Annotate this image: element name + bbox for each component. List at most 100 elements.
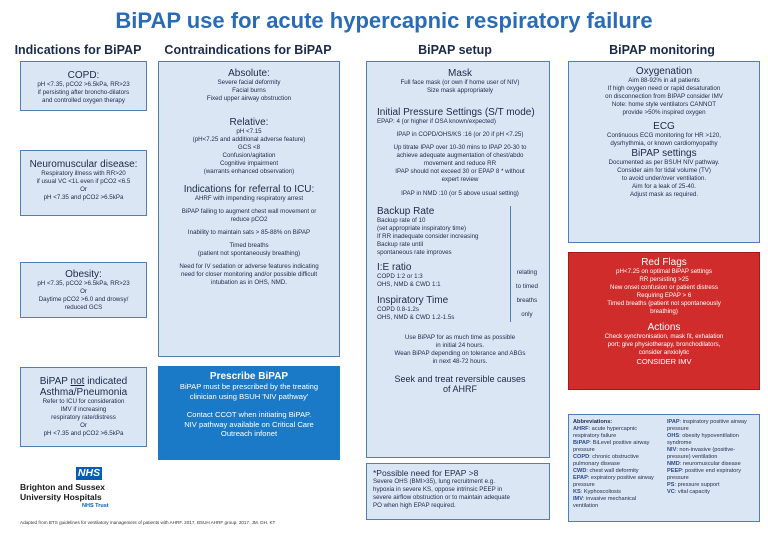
copd-heading: COPD: — [67, 70, 100, 81]
red-flag-line: breathing) — [650, 308, 678, 315]
epap-note-line: hypoxia in severe KS, oppose intrinsic P… — [373, 486, 503, 493]
abbreviation-item: KS: Kyphoscoliosis — [573, 489, 661, 496]
abbreviations-grid: Abbreviations: AHRF: acute hypercapnic r… — [573, 419, 755, 510]
abbreviation-item: AHRF: acute hypercapnic respiratory fail… — [573, 426, 661, 440]
epap-note-line: Severe OHS (BMI>35), lung recruitment e.… — [373, 478, 495, 485]
abbreviation-item: NMD: neuromuscular disease — [667, 461, 755, 468]
page-title: BiPAP use for acute hypercapnic respirat… — [115, 8, 653, 33]
inspiratory-time-heading: Inspiratory Time — [377, 295, 449, 306]
abbreviation-item: IPAP: inspiratory positive airway pressu… — [667, 419, 755, 433]
abbreviation-item: NIV: non-invasive (positive-pressure) ve… — [667, 447, 755, 461]
prescribe-bipap-box: Prescribe BiPAP BiPAP must be prescribed… — [158, 366, 340, 460]
neuromuscular-line: if usual VC <1L even if pCO2 <6.5 — [36, 178, 131, 185]
abbreviation-item: IMV: invasive mechanical ventilation — [573, 496, 661, 510]
relative-line: Confusion/agitation — [222, 152, 276, 159]
heading-text: BiPAP — [39, 376, 71, 387]
copd-line: pH <7.35, pCO2 >6.5kPa, RR>23 — [37, 81, 130, 88]
epap-note-line: PO when high EPAP required. — [373, 502, 456, 509]
backup-line: (set appropriate inspiratory time) — [377, 225, 467, 232]
prescribe-line: Contact CCOT when initiating BiPAP. — [186, 410, 312, 419]
absolute-heading: Absolute: — [228, 68, 270, 79]
neuromuscular-heading: Neuromuscular disease: — [29, 159, 138, 170]
relative-line: pH <7.15 — [236, 128, 262, 135]
settings-line: Documented as per BSUH NIV pathway. — [608, 159, 720, 166]
actions-heading: Actions — [647, 322, 681, 333]
nhs-logo: NHS — [76, 467, 102, 480]
abbr-value: : positive end expiratory pressure — [667, 468, 742, 481]
abbr-key: COPD — [573, 454, 590, 460]
abbr-key: PEEP — [667, 468, 682, 474]
icu-line: Timed breaths — [229, 242, 269, 249]
abbr-key: AHRF — [573, 426, 589, 432]
heading-not-text: not — [70, 376, 85, 387]
seek-causes-line: Seek and treat reversible causes — [394, 374, 526, 384]
column-heading-setup: BiPAP setup — [418, 43, 492, 57]
timing-settings-group: Backup Rate Backup rate of 10 (set appro… — [377, 206, 543, 322]
abbreviation-item: PS: pressure support — [667, 482, 755, 489]
bipap-monitoring-box: Oxygenation Aim 88-92% in all patients I… — [568, 61, 760, 243]
side-note-line: breaths — [516, 297, 538, 304]
red-flag-line: New onset confusion or patient distress — [610, 284, 718, 291]
abbr-value: : BiLevel positive airway pressure — [573, 440, 650, 453]
icu-line: (patient not spontaneously breathing) — [197, 250, 301, 257]
abbr-value: : non-invasive (positive-pressure) venti… — [667, 447, 736, 460]
organisation-name: Brighton and Sussex University Hospitals — [20, 482, 140, 502]
ie-ratio-heading: I:E ratio — [377, 262, 412, 273]
icu-line: BiPAP failing to augment chest wall move… — [181, 208, 317, 215]
column-heading-contraindications: Contraindications for BiPAP — [164, 43, 332, 57]
column-heading-monitoring: BiPAP monitoring — [609, 43, 715, 57]
usage-line: in next 48-72 hours. — [432, 358, 488, 365]
mask-heading: Mask — [448, 68, 472, 79]
abbr-key: BiPAP — [573, 440, 590, 446]
epap-note-box: *Possible need for EPAP >8 Severe OHS (B… — [366, 463, 550, 520]
action-line: port; give physiotherapy, bronchodilator… — [607, 341, 721, 348]
red-flags-box: Red Flags pH<7.25 on optimal BiPAP setti… — [568, 252, 760, 390]
oxygenation-line: If high oxygen need or rapid desaturatio… — [607, 85, 721, 92]
bipap-settings-heading: BiPAP settings — [631, 148, 697, 159]
obesity-line: Daytime pCO2 >6.0 and drowsy/ — [38, 296, 129, 303]
pressure-line: EPAP: 4 (or higher if OSA known/expected… — [377, 118, 496, 125]
not-indicated-line: respiratory rate/distress — [51, 414, 116, 421]
usage-line: Use BiPAP for as much time as possible — [404, 334, 516, 341]
ie-line: COPD 1:2 or 1:3 — [377, 273, 423, 280]
abbreviation-item: EPAP: expiratory positive airway pressur… — [573, 475, 661, 489]
settings-line: Adjust mask as required. — [629, 191, 699, 198]
relative-heading: Relative: — [229, 117, 269, 128]
not-indicated-line: pH <7.35 and pCO2 >6.5kPa — [43, 430, 124, 437]
ie-line: OHS, NMD & CWD 1:1 — [377, 281, 441, 288]
abbr-key: NIV — [667, 447, 677, 453]
not-indicated-line: IMV if increasing — [60, 406, 107, 413]
red-flag-line: RR persisting >25 — [639, 276, 689, 283]
not-indicated-heading: BiPAP not indicated — [21, 376, 146, 387]
epap-note-line: severe airflow obstruction or to maintai… — [373, 494, 510, 501]
prescribe-line: BiPAP must be prescribed by the treating — [179, 382, 319, 391]
org-name-line: University Hospitals — [20, 492, 102, 502]
abbr-key: IMV — [573, 496, 583, 502]
not-indicated-line: Refer to ICU for consideration — [42, 398, 125, 405]
relative-line: Cognitive impairment — [219, 160, 279, 167]
copd-line: and controlled oxygen therapy — [42, 97, 125, 104]
icu-line: Need for IV sedation or adverse features… — [179, 263, 319, 270]
abbreviation-item: VC: vital capacity — [667, 489, 755, 496]
abbreviations-left-column: Abbreviations: AHRF: acute hypercapnic r… — [573, 419, 661, 510]
pressure-line: IPAP in COPD/OHS/KS :16 (or 20 if pH <7.… — [396, 131, 524, 138]
prescribe-heading: Prescribe BiPAP — [209, 371, 289, 382]
abbr-key: IPAP — [667, 419, 680, 425]
side-note-line: relating — [516, 269, 538, 276]
abbr-key: NMD — [667, 461, 680, 467]
mask-line: Size mask appropriately — [426, 87, 494, 94]
abbreviation-item: CWD: chest wall deformity — [573, 468, 661, 475]
relative-line: (warrants enhanced observation) — [203, 168, 295, 175]
bipap-setup-box: Mask Full face mask (or own if home user… — [366, 61, 550, 458]
pressure-line: IPAP in NMD :10 (or 5 above usual settin… — [401, 190, 519, 197]
obesity-heading: Obesity: — [65, 269, 102, 280]
obesity-line: pH <7.35, pCO2 >6.5kPa, RR>23 — [37, 280, 130, 287]
neuromuscular-line: Or — [80, 186, 87, 193]
obesity-line: reduced GCS — [64, 304, 103, 311]
not-indicated-line: Or — [80, 422, 87, 429]
abbr-key: KS — [573, 489, 581, 495]
not-indicated-box: BiPAP not indicated Asthma/Pneumonia Ref… — [20, 367, 147, 447]
abbr-key: EPAP — [573, 475, 588, 481]
red-flag-line: Requiring EPAP > 6 — [636, 292, 692, 299]
icu-referral-heading: Indications for referral to ICU: — [183, 184, 315, 195]
